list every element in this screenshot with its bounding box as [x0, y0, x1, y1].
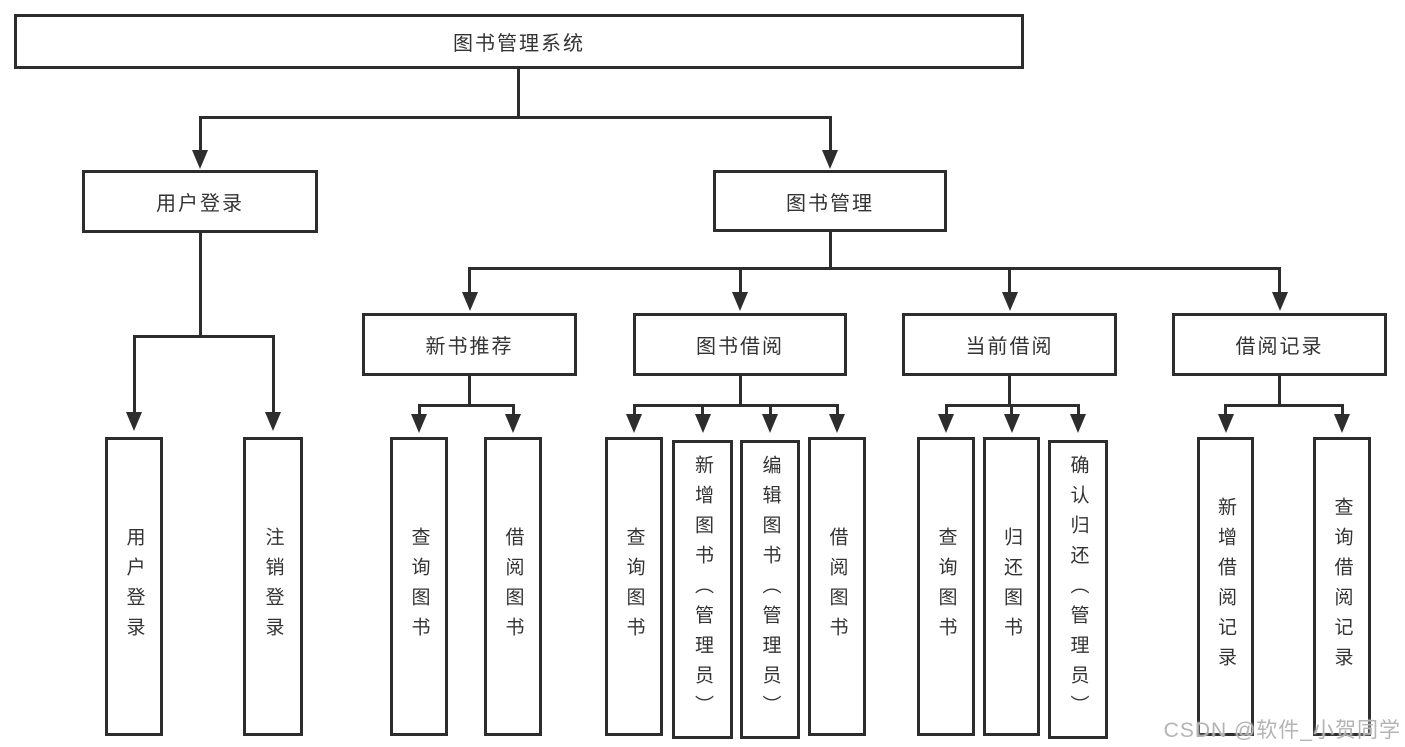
node-leaf-confirm-return-admin: 确认归还（管理员）: [1048, 440, 1108, 739]
connector-group1-stem: [738, 376, 742, 406]
connector-right-branch-stem: [828, 232, 832, 269]
arrowhead: [1070, 414, 1086, 433]
node-book-management-label: 图书管理: [786, 192, 874, 215]
node-leaf-user-login: 用户登录: [105, 437, 163, 736]
connector-group-stem: [1278, 266, 1281, 294]
connector-group3-hbar: [1224, 403, 1344, 407]
node-root-label: 图书管理系统: [453, 33, 585, 55]
connector-left-branch-hbar: [132, 334, 275, 338]
node-leaf-query-book-1-label: 查询图书: [408, 526, 430, 647]
connector-group2-stem: [1008, 376, 1011, 406]
connector-group1-hbar: [632, 403, 839, 407]
connector-left-branch-stem: [198, 233, 202, 337]
node-leaf-add-borrow-record: 新增借阅记录: [1197, 437, 1254, 736]
arrowhead: [126, 412, 142, 431]
arrowhead: [505, 414, 521, 433]
node-new-book-recommend-label: 新书推荐: [425, 336, 514, 358]
connector-leaf-stem: [701, 403, 704, 416]
connector-leaf-stem: [271, 334, 275, 414]
arrowhead: [1271, 292, 1288, 311]
node-leaf-logout-label: 注销登录: [262, 526, 284, 647]
node-leaf-query-borrow-record-label: 查询借阅记录: [1331, 496, 1353, 677]
connector-leaf-stem: [1340, 403, 1344, 416]
connector-group0-hbar: [417, 403, 515, 407]
node-current-borrow-label: 当前借阅: [965, 336, 1054, 358]
connector-leaf-stem: [944, 403, 948, 416]
connector-leaf-stem: [511, 403, 515, 416]
node-leaf-query-borrow-record: 查询借阅记录: [1313, 437, 1371, 736]
node-root: 图书管理系统: [14, 14, 1024, 69]
connector-user-login-stem: [198, 115, 202, 152]
arrowhead: [461, 292, 478, 311]
connector-group-stem: [738, 266, 742, 294]
node-borrow-record: 借阅记录: [1172, 313, 1387, 376]
node-leaf-add-book-admin: 新增图书（管理员）: [672, 440, 733, 739]
arrowhead: [1003, 414, 1020, 433]
arrowhead: [192, 150, 208, 169]
connector-book-mgmt-stem: [828, 115, 832, 152]
node-user-login: 用户登录: [82, 170, 318, 233]
connector-right-branch-hbar: [468, 266, 1281, 270]
connector-root-hbar: [198, 115, 832, 119]
node-user-login-label: 用户登录: [156, 193, 244, 215]
arrowhead: [1001, 292, 1018, 311]
node-leaf-return-book-label: 归还图书: [1001, 526, 1022, 647]
node-current-borrow: 当前借阅: [902, 313, 1117, 376]
node-new-book-recommend: 新书推荐: [362, 313, 577, 376]
connector-group0-stem: [468, 376, 471, 406]
connector-leaf-stem: [1010, 403, 1013, 416]
connector-group-stem: [1008, 266, 1011, 294]
node-book-borrow: 图书借阅: [633, 313, 847, 376]
node-leaf-borrow-book-2: 借阅图书: [808, 437, 866, 736]
node-leaf-query-book-2-label: 查询图书: [623, 526, 645, 647]
node-leaf-add-book-admin-label: 新增图书（管理员）: [692, 454, 713, 725]
node-leaf-query-book-1: 查询图书: [390, 437, 448, 736]
node-leaf-edit-book-admin-label: 编辑图书（管理员）: [759, 454, 781, 725]
arrowhead: [265, 412, 281, 431]
arrowhead: [762, 414, 778, 433]
node-leaf-borrow-book-2-label: 借阅图书: [826, 526, 848, 647]
arrowhead: [411, 414, 427, 433]
node-leaf-borrow-book-1: 借阅图书: [484, 437, 542, 736]
connector-leaf-stem: [1076, 403, 1080, 416]
node-borrow-record-label: 借阅记录: [1235, 336, 1324, 358]
connector-leaf-stem: [1224, 403, 1227, 416]
arrowhead: [732, 292, 748, 311]
connector-leaf-stem: [768, 403, 772, 416]
connector-root-stem: [516, 69, 520, 117]
arrowhead: [829, 414, 845, 433]
connector-leaf-stem: [417, 403, 421, 416]
connector-leaf-stem: [835, 403, 839, 416]
arrowhead: [822, 150, 838, 169]
connector-leaf-stem: [132, 334, 136, 414]
node-leaf-user-login-label: 用户登录: [123, 526, 145, 647]
arrowhead: [694, 414, 711, 433]
node-leaf-logout: 注销登录: [243, 437, 303, 736]
node-leaf-query-book-2: 查询图书: [605, 437, 663, 736]
node-leaf-return-book: 归还图书: [983, 437, 1040, 736]
connector-group3-stem: [1278, 376, 1281, 406]
connector-leaf-stem: [632, 403, 636, 416]
arrowhead: [1334, 414, 1350, 433]
node-book-borrow-label: 图书借阅: [696, 336, 784, 358]
arrowhead: [938, 414, 954, 433]
arrowhead: [1217, 414, 1234, 433]
node-leaf-query-book-3-label: 查询图书: [935, 526, 957, 647]
node-leaf-edit-book-admin: 编辑图书（管理员）: [740, 440, 800, 739]
node-leaf-query-book-3: 查询图书: [917, 437, 975, 736]
node-leaf-add-borrow-record-label: 新增借阅记录: [1215, 496, 1236, 677]
arrowhead: [626, 414, 642, 433]
node-leaf-borrow-book-1-label: 借阅图书: [502, 526, 524, 647]
node-book-management: 图书管理: [713, 170, 947, 232]
csdn-watermark: CSDN @软件_小贺同学: [1163, 719, 1401, 742]
connector-group-stem: [468, 266, 471, 294]
node-leaf-confirm-return-admin-label: 确认归还（管理员）: [1067, 454, 1089, 725]
